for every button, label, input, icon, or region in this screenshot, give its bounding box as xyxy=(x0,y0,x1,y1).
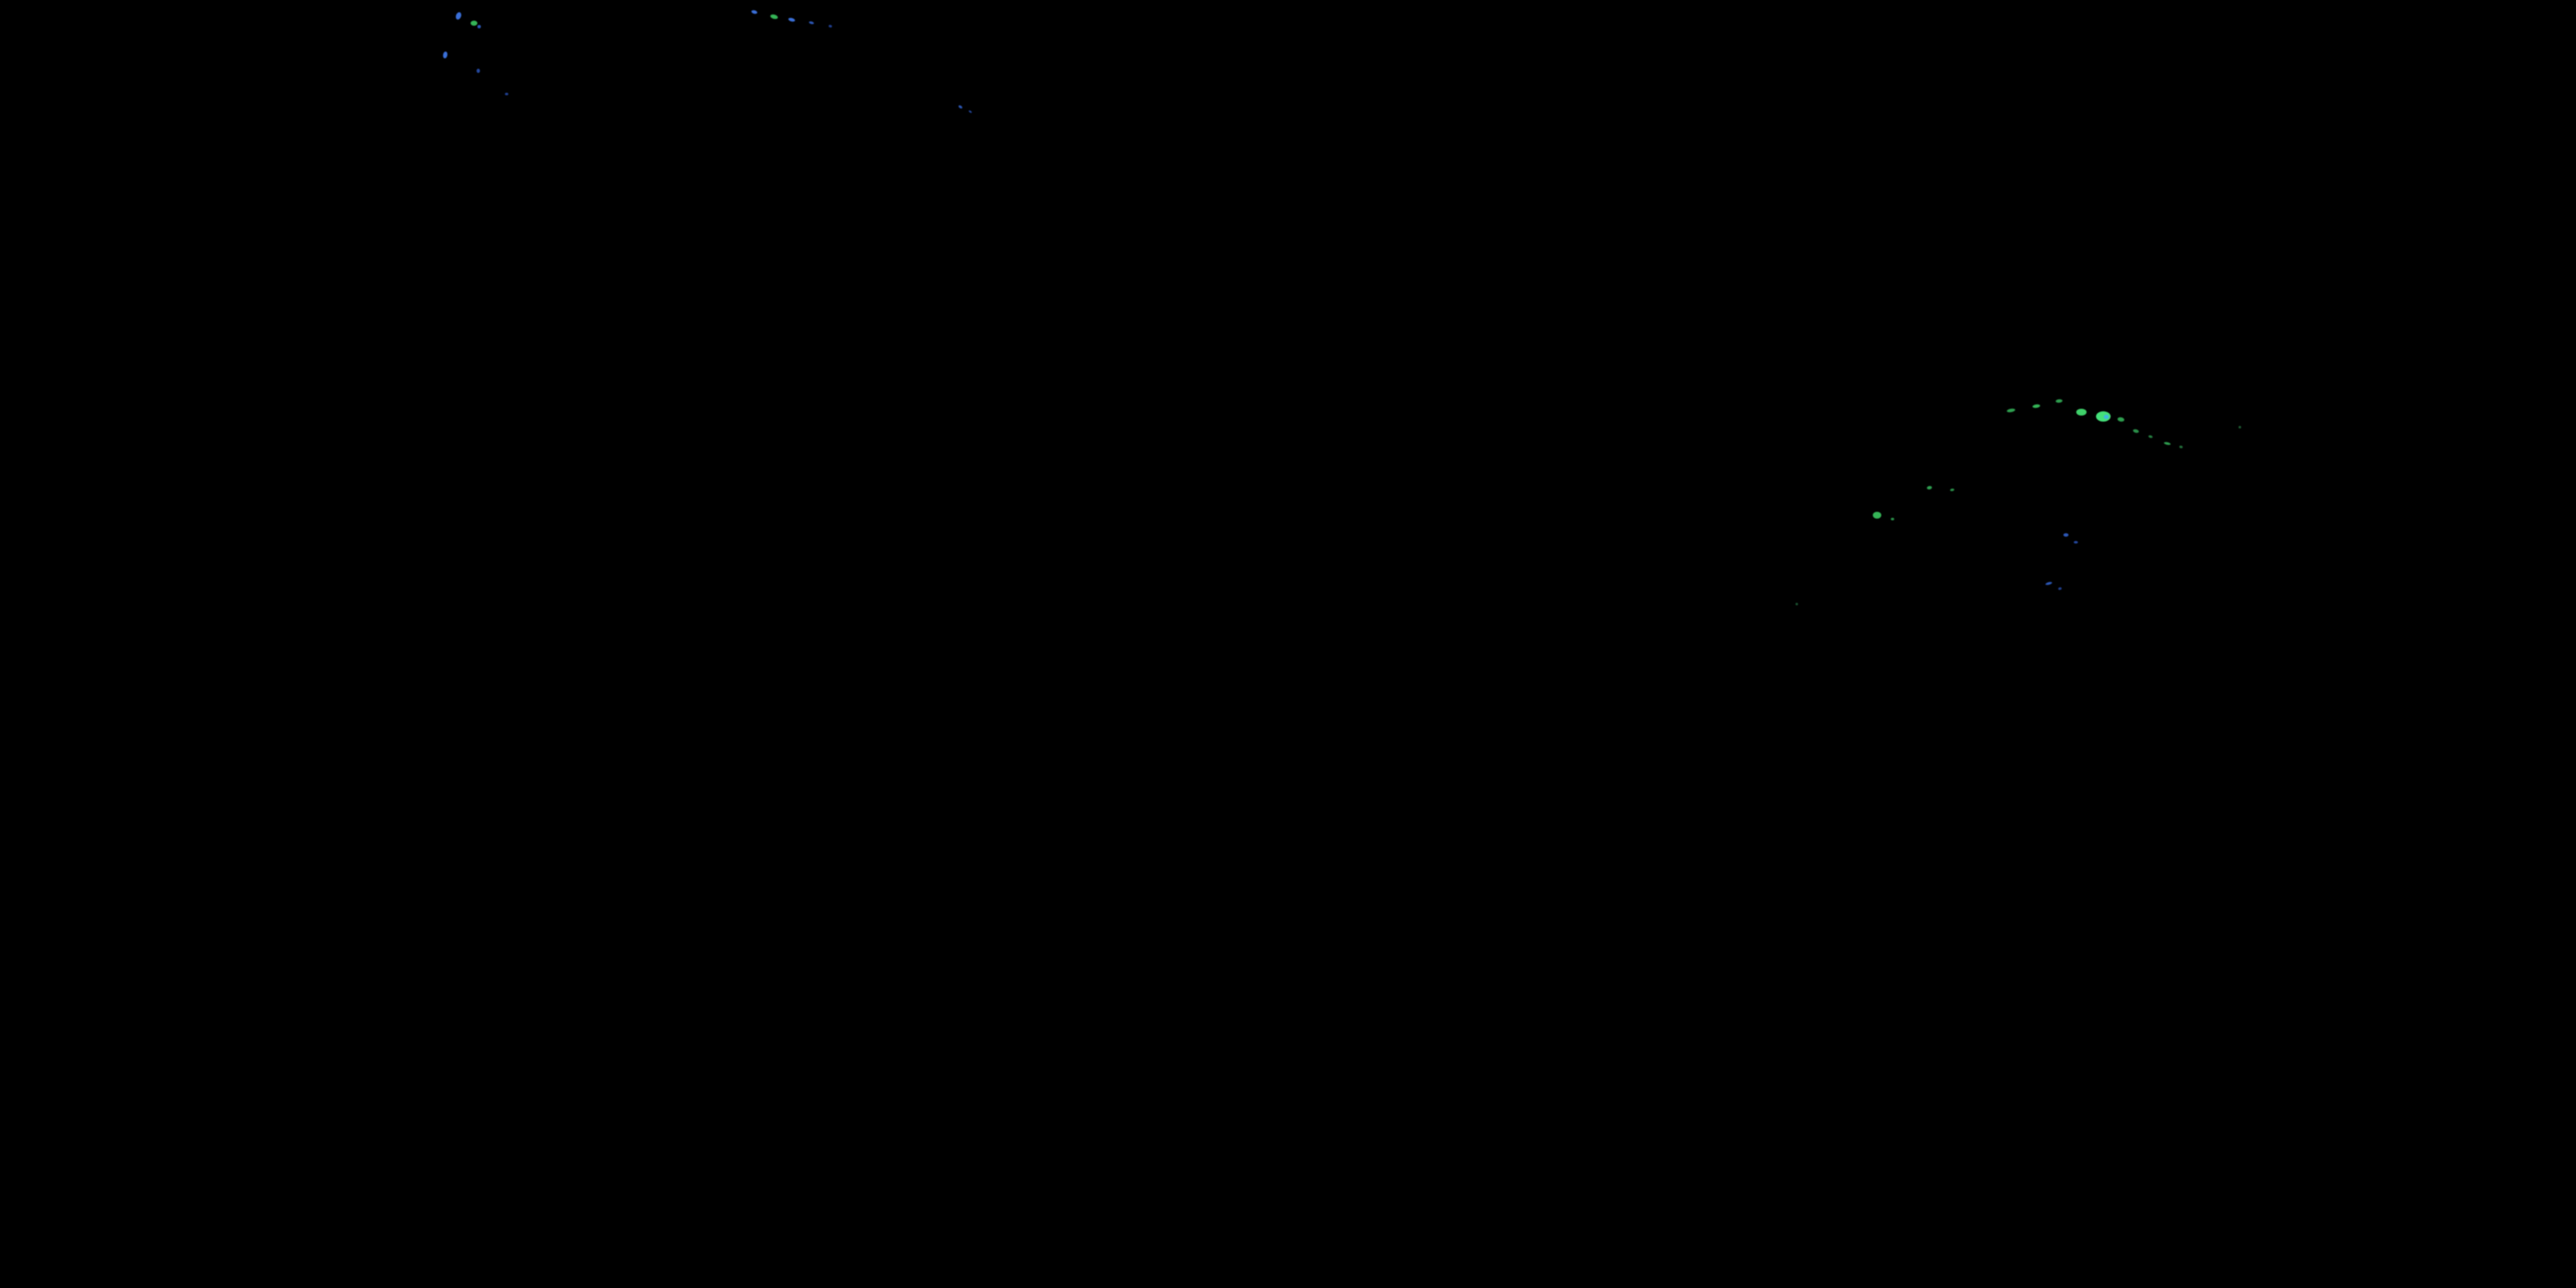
map-speck xyxy=(2057,586,2063,591)
map-speck xyxy=(2148,434,2154,439)
map-speck xyxy=(750,9,757,15)
map-speck xyxy=(2239,426,2241,429)
map-speck xyxy=(442,51,448,59)
map-speck xyxy=(1872,511,1881,519)
map-speck xyxy=(505,93,508,95)
map-speck xyxy=(1926,485,1933,489)
map-speck xyxy=(1795,603,1798,605)
map-speck xyxy=(968,110,973,113)
map-speck xyxy=(2055,398,2063,404)
map-speck xyxy=(2178,445,2184,449)
map-speck xyxy=(787,17,796,22)
map-speck xyxy=(2076,408,2087,416)
map-speck xyxy=(2117,416,2125,422)
map-speck xyxy=(1949,488,1955,491)
map-speck xyxy=(470,21,477,26)
map-speck xyxy=(1891,518,1894,520)
map-speck xyxy=(957,104,963,110)
map-speck xyxy=(477,25,482,29)
map-speck xyxy=(2044,581,2053,586)
map-speck xyxy=(454,10,463,21)
map-speck xyxy=(769,13,779,20)
map-speck xyxy=(2163,440,2172,446)
map-speck xyxy=(2103,415,2109,419)
map-speck xyxy=(2006,407,2016,413)
map-speck xyxy=(2074,541,2078,544)
map-speck xyxy=(2132,428,2140,434)
map-speck xyxy=(477,68,480,73)
map-speck xyxy=(828,24,832,27)
map-speck xyxy=(2032,404,2041,409)
map-speck xyxy=(808,21,815,25)
map-speck xyxy=(2063,533,2069,537)
